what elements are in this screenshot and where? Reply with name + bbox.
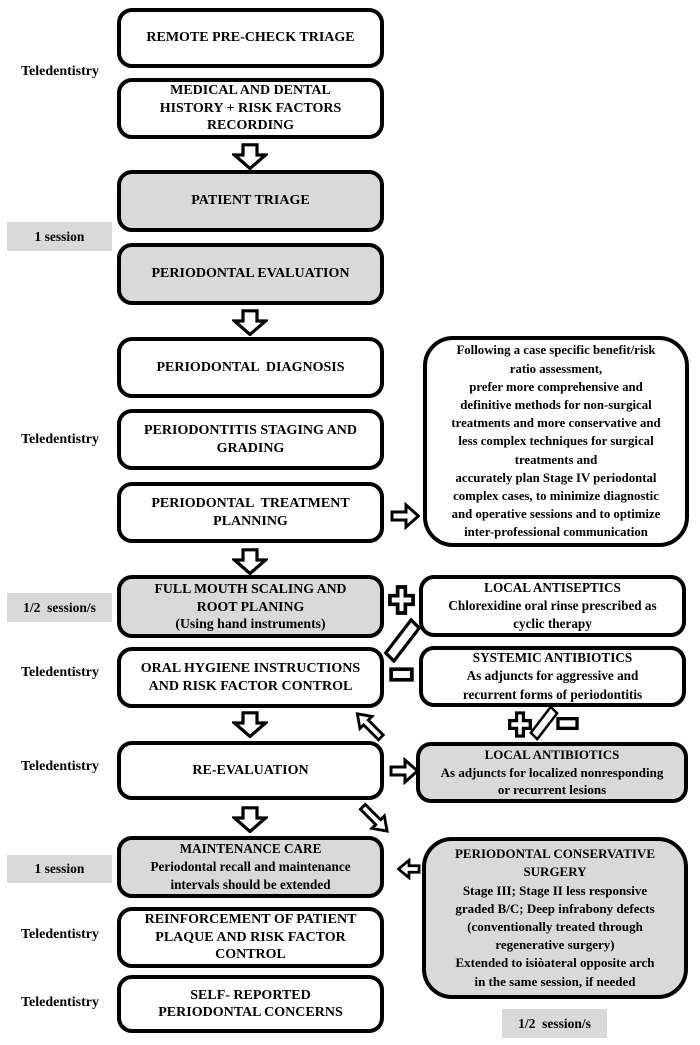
flow-box-treatment-planning: PERIODONTAL TREATMENT PLANNING — [117, 482, 384, 543]
down-arrow-icon — [232, 806, 268, 833]
flow-box-periodontal-diagnosis: PERIODONTAL DIAGNOSIS — [117, 337, 384, 398]
flow-box-label: REINFORCEMENT OF PATIENT PLAQUE AND RISK… — [144, 912, 357, 963]
flow-box-periodontal-evaluation: PERIODONTAL EVALUATION — [117, 243, 384, 305]
side-label-teledentistry-1: Teledentistry — [20, 64, 100, 79]
flow-box-label: REMOTE PRE-CHECK TRIAGE — [146, 30, 355, 46]
flow-box-self-reported: SELF- REPORTED PERIODONTAL CONCERNS — [117, 975, 384, 1033]
up-left-arrow-icon — [354, 711, 387, 743]
plus-icon — [388, 585, 415, 615]
flow-box-full-mouth-scaling: FULL MOUTH SCALING AND ROOT PLANING (Usi… — [117, 575, 384, 638]
flow-box-label: LOCAL ANTISEPTICS Chlorexidine oral rins… — [448, 579, 657, 632]
flow-box-local-antiseptics: LOCAL ANTISEPTICS Chlorexidine oral rins… — [419, 575, 686, 637]
down-arrow-icon — [232, 548, 268, 575]
side-label-teledentistry-5: Teledentistry — [20, 927, 100, 942]
flow-box-re-evaluation: RE-EVALUATION — [117, 741, 384, 800]
down-arrow-icon — [232, 711, 268, 738]
side-label-session-3: 1 session — [7, 855, 112, 883]
flow-box-label: SYSTEMIC ANTIBIOTICS As adjuncts for agg… — [462, 650, 643, 702]
flow-box-label: MAINTENANCE CARE Periodontal recall and … — [150, 840, 351, 893]
flow-box-label: PATIENT TRIAGE — [191, 193, 310, 209]
down-arrow-icon — [232, 143, 268, 170]
flow-box-label: FULL MOUTH SCALING AND ROOT PLANING (Usi… — [154, 580, 347, 632]
slash-icon — [529, 705, 559, 741]
flow-box-history-recording: MEDICAL AND DENTAL HISTORY + RISK FACTOR… — [117, 78, 384, 139]
flow-box-oral-hygiene: ORAL HYGIENE INSTRUCTIONS AND RISK FACTO… — [117, 647, 384, 708]
flow-box-label: PERIODONTITIS STAGING AND GRADING — [144, 423, 357, 456]
flow-box-label: Following a case specific benefit/risk r… — [451, 343, 661, 540]
slash-icon — [383, 618, 422, 663]
flow-box-label: RE-EVALUATION — [192, 762, 309, 778]
side-label-session-2: 1/2 session/s — [7, 593, 112, 622]
flow-box-staging-grading: PERIODONTITIS STAGING AND GRADING — [117, 409, 384, 470]
flow-box-maintenance-care: MAINTENANCE CARE Periodontal recall and … — [117, 836, 384, 898]
right-arrow-icon — [390, 502, 420, 530]
flow-box-label: PERIODONTAL CONSERVATIVE SURGERY Stage I… — [454, 846, 655, 989]
flow-box-label: PERIODONTAL EVALUATION — [151, 266, 350, 282]
down-right-arrow-icon — [356, 801, 391, 834]
side-label-teledentistry-4: Teledentistry — [20, 759, 100, 774]
flow-box-remote-precheck-triage: REMOTE PRE-CHECK TRIAGE — [117, 8, 384, 68]
side-label-teledentistry-6: Teledentistry — [20, 995, 100, 1010]
side-label-session-1: 1 session — [7, 222, 112, 251]
flow-box-patient-triage: PATIENT TRIAGE — [117, 170, 384, 232]
flow-box-label: SELF- REPORTED PERIODONTAL CONCERNS — [158, 987, 343, 1020]
flow-box-label: PERIODONTAL DIAGNOSIS — [156, 359, 345, 375]
bottom-right-session-label: 1/2 session/s — [502, 1009, 607, 1038]
flow-box-label: ORAL HYGIENE INSTRUCTIONS AND RISK FACTO… — [140, 661, 361, 694]
flow-box-label: MEDICAL AND DENTAL HISTORY + RISK FACTOR… — [159, 83, 342, 134]
down-arrow-icon — [232, 309, 268, 336]
flow-box-label: PERIODONTAL TREATMENT PLANNING — [151, 496, 350, 529]
flow-box-reinforcement: REINFORCEMENT OF PATIENT PLAQUE AND RISK… — [117, 907, 384, 968]
flow-box-label: LOCAL ANTIBIOTICS As adjuncts for locali… — [440, 746, 664, 798]
minus-icon — [556, 716, 579, 731]
left-arrow-icon — [397, 858, 421, 880]
flow-box-local-antibiotics: LOCAL ANTIBIOTICS As adjuncts for locali… — [416, 742, 688, 803]
flow-box-planning-note: Following a case specific benefit/risk r… — [423, 336, 689, 547]
flow-box-systemic-antibiotics: SYSTEMIC ANTIBIOTICS As adjuncts for agg… — [419, 646, 686, 707]
minus-icon — [389, 666, 414, 683]
side-label-teledentistry-3: Teledentistry — [20, 665, 100, 680]
side-label-teledentistry-2: Teledentistry — [20, 432, 100, 447]
right-arrow-icon — [389, 757, 419, 785]
flow-box-conservative-surgery: PERIODONTAL CONSERVATIVE SURGERY Stage I… — [422, 837, 688, 999]
